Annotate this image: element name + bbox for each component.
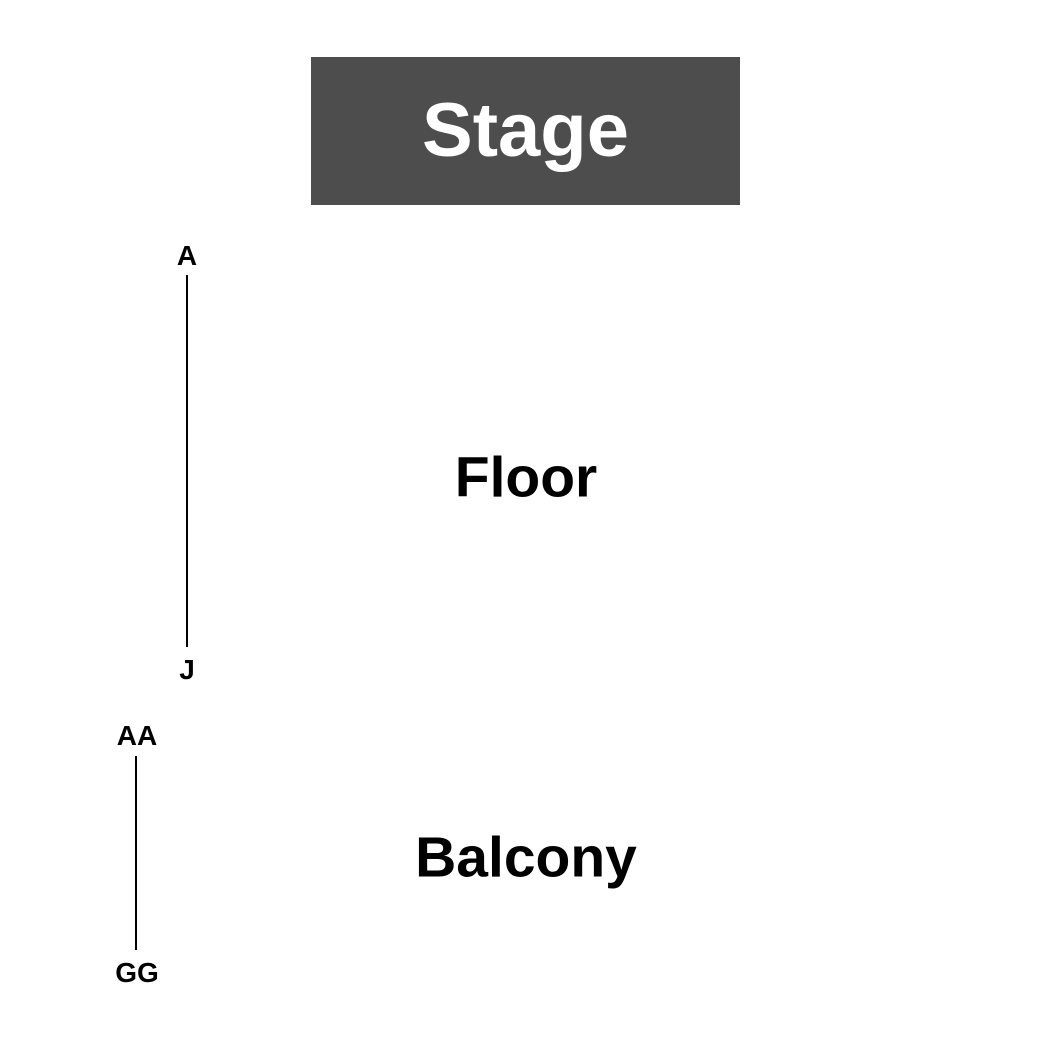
balcony-row-range-line: [135, 756, 137, 950]
balcony-section-label: Balcony: [415, 825, 637, 890]
floor-section-label: Floor: [454, 445, 598, 510]
stage-block: Stage: [311, 57, 740, 205]
floor-first-row-label: A: [176, 240, 198, 271]
floor-row-range-line: [186, 275, 188, 647]
balcony-last-row-label: GG: [115, 957, 159, 988]
floor-last-row-label: J: [179, 654, 195, 685]
stage-label: Stage: [422, 88, 629, 173]
balcony-first-row-label: AA: [116, 720, 158, 751]
